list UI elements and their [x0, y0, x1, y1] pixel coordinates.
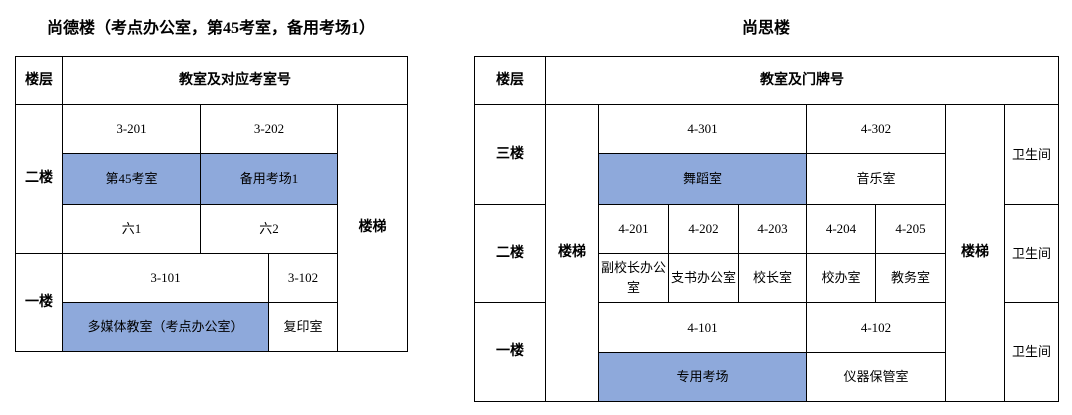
- cell-room-4-205: 4-205: [875, 204, 946, 254]
- shangde-floor1-label: 一楼: [15, 253, 63, 352]
- cell-room-4-202: 4-202: [668, 204, 739, 254]
- cell-special-exam-room: 专用考场: [598, 352, 807, 402]
- cell-room-4-302: 4-302: [806, 104, 946, 154]
- cell-school-office: 校办室: [806, 253, 876, 303]
- shangde-stairs: 楼梯: [337, 104, 408, 352]
- cell-music-room: 音乐室: [806, 153, 946, 205]
- shangsi-stairs-right: 楼梯: [945, 104, 1005, 402]
- cell-room-4-203: 4-203: [738, 204, 807, 254]
- shangde-header-floor: 楼层: [15, 56, 63, 105]
- shangsi-floor-table: 楼层 教室及门牌号 三楼 楼梯 4-301 4-302 楼梯 卫生间 舞蹈室 音…: [474, 56, 1059, 402]
- cell-room-3-102: 3-102: [268, 253, 338, 303]
- cell-exam-room-45: 第45考室: [62, 153, 201, 205]
- shangsi-floor1-label: 一楼: [474, 302, 546, 402]
- shangsi-building-title: 尚思楼: [741, 20, 790, 37]
- shangsi-floor3-label: 三楼: [474, 104, 546, 205]
- cell-dance-room: 舞蹈室: [598, 153, 807, 205]
- cell-class-six-2: 六2: [200, 204, 338, 254]
- cell-secretary-office: 支书办公室: [668, 253, 739, 303]
- shangde-header-rooms: 教室及对应考室号: [62, 56, 408, 105]
- cell-restroom-floor1: 卫生间: [1004, 302, 1059, 402]
- cell-restroom-floor2: 卫生间: [1004, 204, 1059, 303]
- cell-room-3-101: 3-101: [62, 253, 269, 303]
- cell-multimedia-room: 多媒体教室（考点办公室）: [62, 302, 269, 352]
- cell-academic-affairs-office: 教务室: [875, 253, 946, 303]
- cell-room-4-102: 4-102: [806, 302, 946, 353]
- cell-room-4-101: 4-101: [598, 302, 807, 353]
- shangde-floor2-label: 二楼: [15, 104, 63, 254]
- cell-class-six-1: 六1: [62, 204, 201, 254]
- cell-room-4-201: 4-201: [598, 204, 669, 254]
- shangde-floor-table: 楼层 教室及对应考室号 二楼 3-201 3-202 楼梯 第45考室 备用考场…: [15, 56, 408, 352]
- cell-copy-room: 复印室: [268, 302, 338, 352]
- cell-room-3-201: 3-201: [62, 104, 201, 154]
- shangsi-header-floor: 楼层: [474, 56, 546, 105]
- cell-backup-room-1: 备用考场1: [200, 153, 338, 205]
- shangde-building-title: 尚德楼（考点办公室，第45考室，备用考场1）: [46, 20, 375, 37]
- shangsi-stairs-left: 楼梯: [545, 104, 599, 402]
- cell-principal-office: 校长室: [738, 253, 807, 303]
- cell-room-4-301: 4-301: [598, 104, 807, 154]
- shangsi-header-rooms: 教室及门牌号: [545, 56, 1059, 105]
- cell-vice-principal-office: 副校长办公室: [598, 253, 669, 303]
- cell-restroom-floor3: 卫生间: [1004, 104, 1059, 205]
- shangsi-floor2-label: 二楼: [474, 204, 546, 303]
- cell-room-4-204: 4-204: [806, 204, 876, 254]
- cell-room-3-202: 3-202: [200, 104, 338, 154]
- cell-instrument-storage-room: 仪器保管室: [806, 352, 946, 402]
